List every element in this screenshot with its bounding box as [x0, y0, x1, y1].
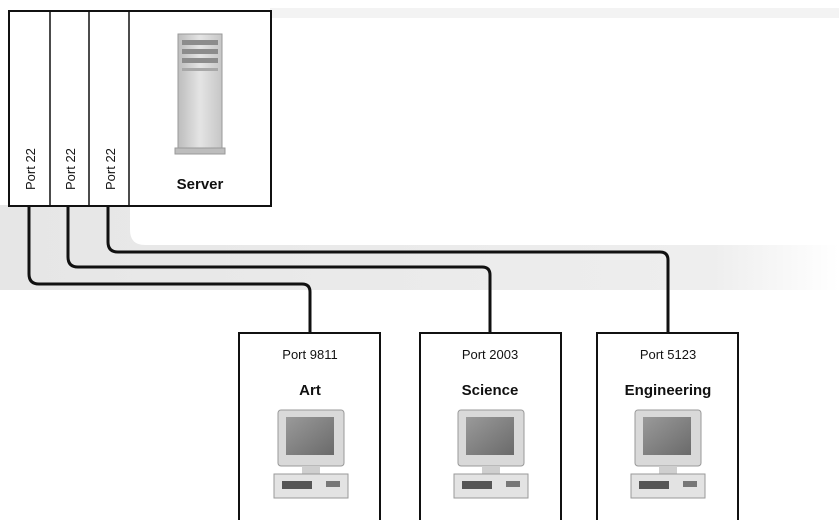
connection-line-engineering	[106, 206, 670, 333]
client-box-engineering: Port 5123 Engineering	[596, 332, 739, 520]
client-box-art: Port 9811 Art	[238, 332, 381, 520]
background-band-top	[270, 8, 839, 18]
connection-line-art	[27, 206, 312, 333]
client-port-label: Port 5123	[640, 347, 696, 362]
server-port-label: Port 22	[63, 148, 78, 190]
desktop-computer-icon	[273, 409, 349, 499]
client-name-label: Engineering	[625, 382, 712, 399]
client-box-science: Port 2003 Science	[419, 332, 562, 520]
background-band	[0, 205, 839, 290]
desktop-computer-icon	[630, 409, 706, 499]
client-name-label: Science	[462, 382, 519, 399]
server-label: Server	[177, 176, 224, 193]
client-port-label: Port 9811	[282, 347, 337, 362]
server-tower-icon	[174, 33, 226, 155]
client-port-label: Port 2003	[462, 347, 518, 362]
server-port-label: Port 22	[23, 148, 38, 190]
server-box: Port 22 Port 22 Port 22 Server	[8, 10, 272, 207]
server-port-label: Port 22	[103, 148, 118, 190]
client-name-label: Art	[299, 382, 321, 399]
desktop-computer-icon	[453, 409, 529, 499]
connection-line-science	[66, 206, 492, 333]
